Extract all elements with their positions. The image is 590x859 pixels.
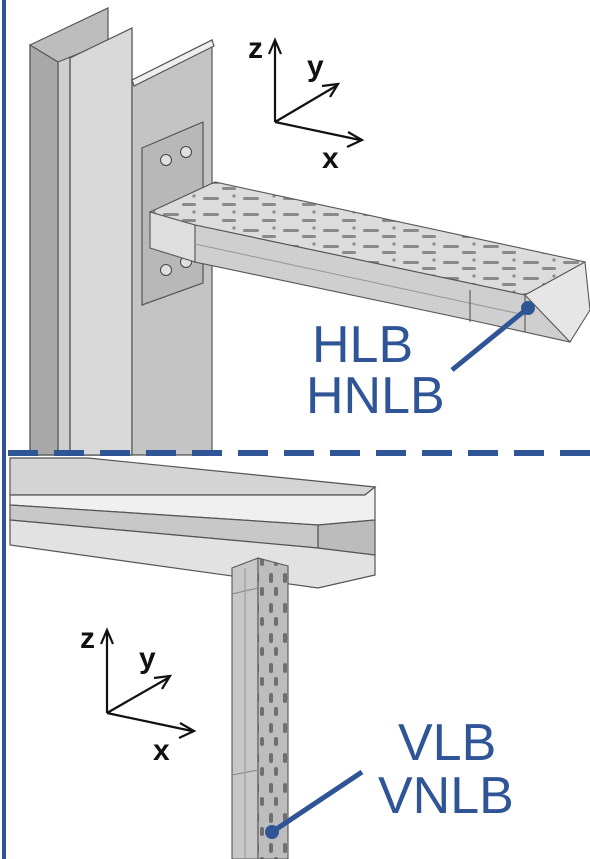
axes-triad-top [267,37,365,148]
x-axis-label: x [322,142,339,175]
z-axis-label: z [248,32,263,65]
vertical-channel-beam [231,557,289,859]
callout-top [450,301,535,372]
callout-label-vlb: VLB [398,714,496,772]
y-axis-label: y [307,50,324,83]
callout-label-hlb: HLB [312,316,413,374]
callout-label-hnlb: HNLB [306,367,445,425]
z-axis-label: z [80,622,95,655]
y-axis-label: y [139,642,156,675]
axes-triad-bottom [99,627,197,739]
steel-i-beam [9,457,377,589]
callout-label-vnlb: VNLB [378,767,514,825]
bolt [160,154,172,166]
x-axis-label: x [153,734,170,767]
horizontal-channel-beam [148,181,590,343]
bolt [160,264,172,276]
top-panel: z y x HLB HNLB [29,7,590,456]
callout-bottom [265,769,364,839]
bolt [180,146,192,158]
bottom-panel: z y x VLB VNLB [9,457,514,859]
